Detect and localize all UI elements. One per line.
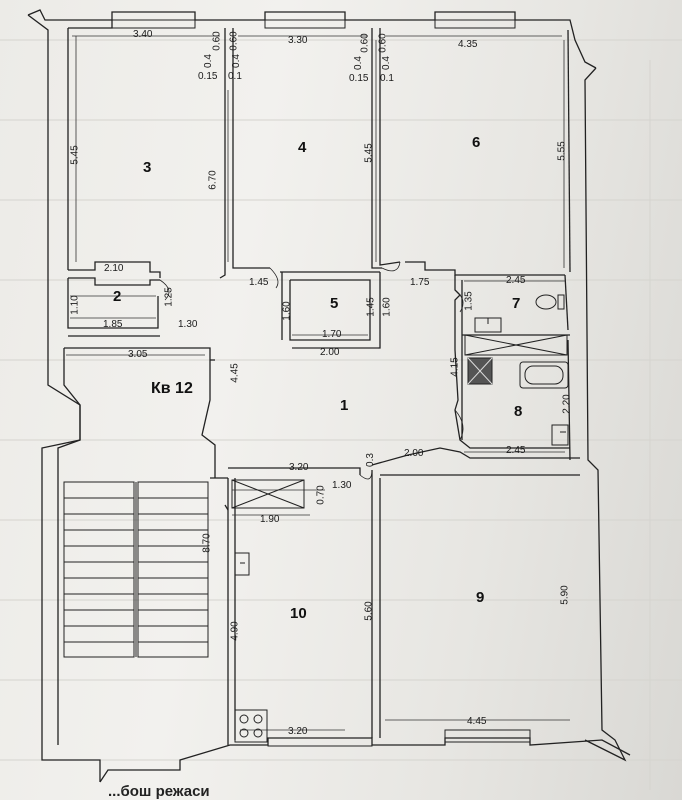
apartment-label: Кв 12 [151,380,193,397]
dim-label: 0.4 [352,56,364,70]
room-8-number: 8 [514,403,523,420]
room-3-walls [68,261,161,278]
dim-label: 3.20 [289,462,309,473]
dim-label: 1.75 [410,277,430,288]
dim-label: 2.10 [104,263,124,274]
dim-label: 1.60 [381,297,393,317]
dim-label: 1.45 [365,297,377,317]
dim-label: 0.60 [211,31,223,51]
dim-label: 5.45 [363,143,375,163]
dim-label: 0.60 [228,31,240,51]
outer-wall-left [27,14,101,782]
dim-label: 2.00 [320,347,340,358]
dim-label: 8.70 [201,533,213,553]
sheet-caption: ...бош режаси [108,783,210,800]
room-9-walls [371,447,580,466]
outer-wall-right [584,67,627,762]
bathtub [519,361,569,389]
dim-label: 0.15 [349,73,369,84]
staircase [63,481,209,658]
dim-label: 3.05 [128,349,148,360]
dim-label: 1.90 [260,514,280,525]
dim-label: 2.20 [561,394,573,414]
room-9-number: 9 [476,589,485,606]
door-swings [159,261,464,480]
walls [27,9,631,783]
room-2-walls [68,277,160,286]
landing-walls [64,347,216,478]
dim-label: 1.45 [249,277,269,288]
room-4-number: 4 [298,139,307,156]
room-7-number: 7 [512,295,521,312]
dim-label: 4.35 [458,39,478,50]
room-6-number: 6 [472,134,481,151]
dim-label: 1.60 [281,301,293,321]
outer-wall-top-inner [68,20,113,29]
room-3-number: 3 [143,159,152,176]
dim-label: 2.45 [506,445,526,456]
toilet [535,294,565,310]
vent-shafts [231,334,568,509]
dim-label: 2.00 [404,448,424,459]
dim-label: 1.10 [69,295,81,315]
dim-label: 5.55 [556,141,568,161]
dim-label: 0.60 [359,33,371,53]
room-4-walls [371,28,382,269]
dim-label: 1.35 [463,291,475,311]
dim-label: 6.70 [207,170,219,190]
dim-label: 4.90 [229,621,241,641]
dim-label: 1.25 [163,287,175,307]
room-2-number: 2 [113,288,122,305]
dim-label: 0.1 [228,71,242,82]
dim-label: 0.15 [198,71,218,82]
shower-tile [467,357,493,385]
sink-room-7 [474,317,502,333]
dim-label: 4.45 [467,716,487,727]
outer-wall-top [27,9,597,69]
dim-label: 0.70 [315,485,327,505]
windows [111,11,531,747]
dim-label: 4.15 [449,357,461,377]
kitchen-sink [234,552,250,576]
dim-label: 1.30 [178,319,198,330]
dimension-lines [66,35,570,731]
outer-wall-right-inner [567,29,571,273]
dim-label: 3.40 [133,29,153,40]
room-5-number: 5 [330,295,339,312]
dim-label: 1.30 [332,480,352,491]
room-10-walls [228,467,361,475]
dim-label: 1.85 [103,319,123,330]
sink-room-8 [551,424,569,446]
dim-label: 2.45 [506,275,526,286]
room-10-number: 10 [290,605,307,622]
stair-treads [64,497,208,643]
dim-label: 0.1 [380,73,394,84]
dim-label: 5.45 [69,145,81,165]
dim-label: 3.20 [288,726,308,737]
dim-label: 3.30 [288,35,308,46]
room-1-number: 1 [340,397,349,414]
dim-label: 5.90 [559,585,571,605]
dim-label: 0.4 [202,54,214,68]
paper-rule-lines [0,39,682,790]
stove [234,709,268,743]
dim-label: 0.3 [364,453,376,467]
dim-label: 5.60 [363,601,375,621]
dim-label: 0.4 [230,54,242,68]
dim-label: 0.4 [380,56,392,70]
dim-label: 1.70 [322,329,342,340]
dim-label: 0.60 [377,33,389,53]
dim-label: 4.45 [229,363,241,383]
